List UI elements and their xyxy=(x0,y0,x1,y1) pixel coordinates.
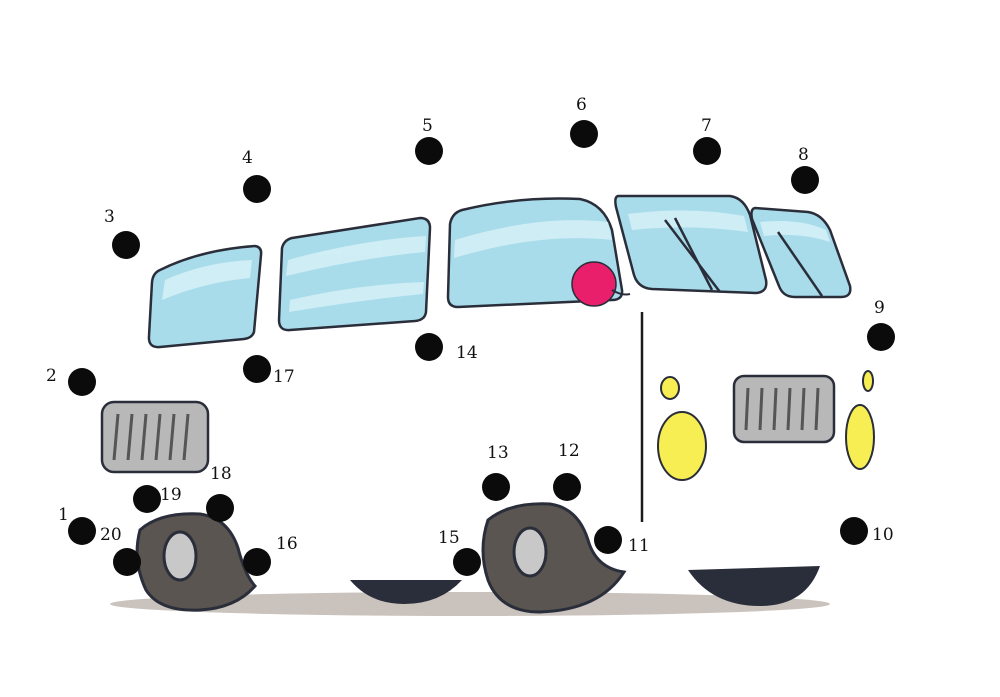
dot-label-15: 15 xyxy=(438,528,460,548)
dot-15[interactable] xyxy=(453,548,481,576)
dot-20[interactable] xyxy=(113,548,141,576)
dot-label-16: 16 xyxy=(276,534,298,554)
dot-19[interactable] xyxy=(133,485,161,513)
dot-label-17: 17 xyxy=(273,367,295,387)
dot-12[interactable] xyxy=(553,473,581,501)
middle-wheel xyxy=(481,502,627,614)
dot-label-1: 1 xyxy=(58,505,69,525)
dot-label-19: 19 xyxy=(160,485,182,505)
front-grille xyxy=(732,374,836,444)
dot-8[interactable] xyxy=(791,166,819,194)
dot-label-2: 2 xyxy=(46,366,57,386)
rear-wheel xyxy=(135,512,258,612)
dot-10[interactable] xyxy=(840,517,868,545)
dot-9[interactable] xyxy=(867,323,895,351)
dot-label-6: 6 xyxy=(576,95,587,115)
dot-label-4: 4 xyxy=(242,148,253,168)
dot-label-13: 13 xyxy=(487,443,509,463)
dot-13[interactable] xyxy=(482,473,510,501)
dot-label-11: 11 xyxy=(628,536,650,556)
dot-14[interactable] xyxy=(415,333,443,361)
dot-label-10: 10 xyxy=(872,525,894,545)
dot-label-7: 7 xyxy=(701,116,712,136)
dot-6[interactable] xyxy=(570,120,598,148)
dot-5[interactable] xyxy=(415,137,443,165)
window-middle-rear xyxy=(277,216,432,332)
ground-shadow xyxy=(110,592,830,616)
dot-label-8: 8 xyxy=(798,145,809,165)
bus-windows xyxy=(147,194,852,349)
dot-label-20: 20 xyxy=(100,525,122,545)
dot-17[interactable] xyxy=(243,355,271,383)
dot-4[interactable] xyxy=(243,175,271,203)
dot-label-12: 12 xyxy=(558,441,580,461)
wheel-skirts xyxy=(350,566,820,606)
dot-label-5: 5 xyxy=(422,116,433,136)
dot-11[interactable] xyxy=(594,526,622,554)
dot-7[interactable] xyxy=(693,137,721,165)
rear-grille xyxy=(100,400,210,474)
windshield-left xyxy=(614,194,768,295)
dot-16[interactable] xyxy=(243,548,271,576)
dot-1[interactable] xyxy=(68,517,96,545)
side-mirror xyxy=(571,261,617,307)
dot-label-3: 3 xyxy=(104,207,115,227)
dot-2[interactable] xyxy=(68,368,96,396)
dot-label-14: 14 xyxy=(456,343,478,363)
window-highlights xyxy=(162,210,830,312)
dot-3[interactable] xyxy=(112,231,140,259)
windshield-wipers xyxy=(664,217,824,297)
dot-18[interactable] xyxy=(206,494,234,522)
mirror-arm xyxy=(611,289,631,296)
dot-label-18: 18 xyxy=(210,464,232,484)
dot-label-9: 9 xyxy=(874,298,885,318)
headlights xyxy=(657,370,875,481)
